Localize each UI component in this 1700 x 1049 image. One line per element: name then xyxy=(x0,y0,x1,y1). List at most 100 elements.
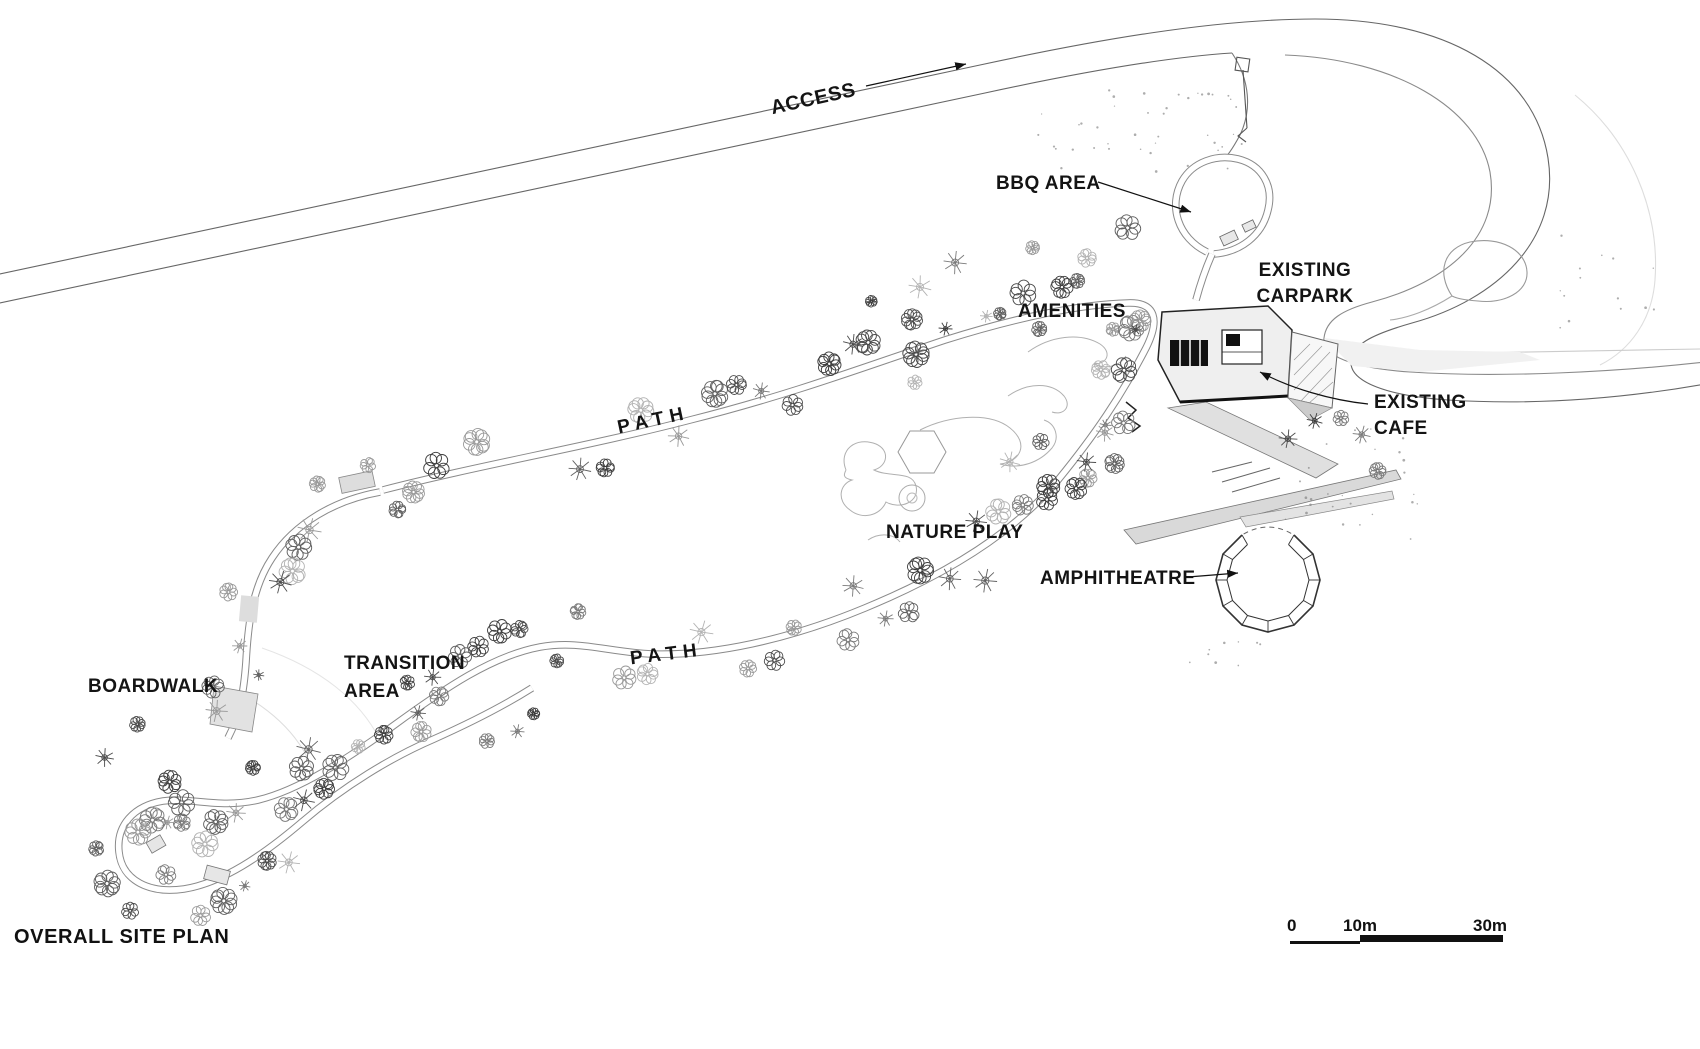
tree-symbol xyxy=(1090,360,1111,380)
stipple-dot xyxy=(1142,92,1146,95)
tree-symbol xyxy=(95,748,114,767)
amphitheatre-ring xyxy=(1226,544,1310,622)
label-existing-carpark: EXISTING CARPARK xyxy=(1238,258,1372,310)
stipple-dot xyxy=(1284,518,1287,521)
tree-symbol xyxy=(1104,453,1125,474)
tree-symbol xyxy=(836,628,860,652)
stipple-dot xyxy=(1052,145,1056,148)
turning-loop xyxy=(1443,240,1528,303)
tree-symbol xyxy=(1064,477,1088,500)
stipple-dot xyxy=(1162,112,1165,115)
tree-symbol xyxy=(268,570,292,594)
play-squiggle xyxy=(919,416,1057,467)
tree-symbol xyxy=(1105,321,1121,337)
tree-symbol xyxy=(689,620,714,644)
tree-symbol xyxy=(726,375,747,395)
label-transition-area: TRANSITION AREA xyxy=(344,650,465,706)
stipple-dot xyxy=(1107,147,1111,150)
tree-symbol xyxy=(373,725,394,745)
stipple-dot xyxy=(1187,96,1190,100)
stipple-dot xyxy=(1619,307,1622,310)
tree-symbol xyxy=(1368,462,1387,480)
tree-symbol xyxy=(510,724,525,739)
tree-symbol xyxy=(568,457,592,481)
tree-symbol xyxy=(388,500,407,519)
tree-symbol xyxy=(1069,272,1086,289)
stipple-dot xyxy=(1413,493,1415,496)
stipple-dot xyxy=(1307,466,1310,469)
tree-symbol xyxy=(855,329,881,356)
tree-symbol xyxy=(296,737,321,762)
label-transition-area-line2: AREA xyxy=(344,681,400,702)
tree-symbol xyxy=(399,674,415,691)
stipple-dot xyxy=(1349,502,1352,505)
tree-symbol xyxy=(1077,248,1097,268)
stipple-dot xyxy=(1331,505,1334,508)
stipple-dot xyxy=(1112,95,1116,98)
stipple-dot xyxy=(1213,141,1216,145)
amphitheatre-seat-joint xyxy=(1241,534,1248,545)
bbq-shelter xyxy=(1241,219,1257,233)
amphitheatre-seat-joint xyxy=(1222,553,1233,560)
stipple-dot xyxy=(1398,450,1401,454)
tree-symbol xyxy=(172,813,191,832)
stipple-dot xyxy=(1054,147,1057,150)
tree-symbol xyxy=(785,619,802,636)
stipple-dot xyxy=(1200,93,1204,96)
stipple-dot xyxy=(1154,142,1157,144)
bbq-leader xyxy=(1097,181,1192,213)
scale-bar: 0 10m 30m xyxy=(1283,916,1515,950)
stipple-dot xyxy=(1240,142,1243,146)
ramp xyxy=(1166,401,1339,479)
stipple-dot xyxy=(1325,443,1328,445)
slope-patch xyxy=(238,595,260,623)
label-existing-cafe: EXISTING CAFE xyxy=(1374,390,1467,442)
play-mark xyxy=(867,534,901,543)
stipple-dot xyxy=(1403,471,1406,474)
scale-tick-30: 30m xyxy=(1472,916,1508,935)
stipple-dot xyxy=(1107,142,1109,145)
tree-symbol xyxy=(595,458,615,478)
tree-symbol xyxy=(1009,279,1037,307)
tree-symbol xyxy=(308,475,326,493)
stipple-dot xyxy=(1060,167,1063,170)
tree-symbol xyxy=(701,379,729,408)
label-amenities: AMENITIES xyxy=(1018,301,1126,322)
path-inner-fill xyxy=(1193,252,1215,301)
tree-symbol xyxy=(402,480,425,504)
amphitheatre-dashed-opening xyxy=(1243,526,1293,535)
amphitheatre-seat-joint xyxy=(1241,615,1248,626)
tree-symbol xyxy=(322,754,350,781)
stipple-dot xyxy=(1370,428,1372,430)
stipple-dot xyxy=(1217,149,1219,152)
bbq-shelter xyxy=(1219,229,1239,247)
tree-symbol xyxy=(1114,214,1142,240)
label-existing-cafe-line2: CAFE xyxy=(1374,418,1428,439)
stipple-dot xyxy=(1154,170,1158,173)
boardwalk-deck xyxy=(203,864,231,886)
nature-play-area xyxy=(251,336,1127,797)
tree-symbol xyxy=(160,815,175,830)
stipple-dot xyxy=(1305,511,1308,515)
stipple-dot xyxy=(1093,147,1096,149)
stipple-dot xyxy=(1409,538,1412,540)
carpark-area xyxy=(1324,338,1540,372)
ramp-walls xyxy=(1123,401,1402,545)
building-south-wall xyxy=(1179,394,1289,404)
amphitheatre-ring xyxy=(1215,534,1321,633)
tree-symbol xyxy=(238,880,251,892)
stipple-dot xyxy=(1298,480,1302,483)
stipple-dot xyxy=(1207,653,1210,656)
stipple-dot xyxy=(1401,437,1405,440)
tree-symbol xyxy=(467,635,489,658)
tree-symbol xyxy=(739,659,758,678)
tree-symbol xyxy=(285,533,313,561)
tree-symbol xyxy=(938,321,953,336)
tree-symbol xyxy=(549,653,565,669)
tree-symbol xyxy=(88,840,104,857)
play-squiggle xyxy=(840,441,917,517)
scale-tick-0: 0 xyxy=(1287,916,1297,935)
label-existing-carpark-line1: EXISTING xyxy=(1258,260,1352,281)
tree-symbol xyxy=(359,457,376,474)
tree-symbol xyxy=(257,850,277,871)
